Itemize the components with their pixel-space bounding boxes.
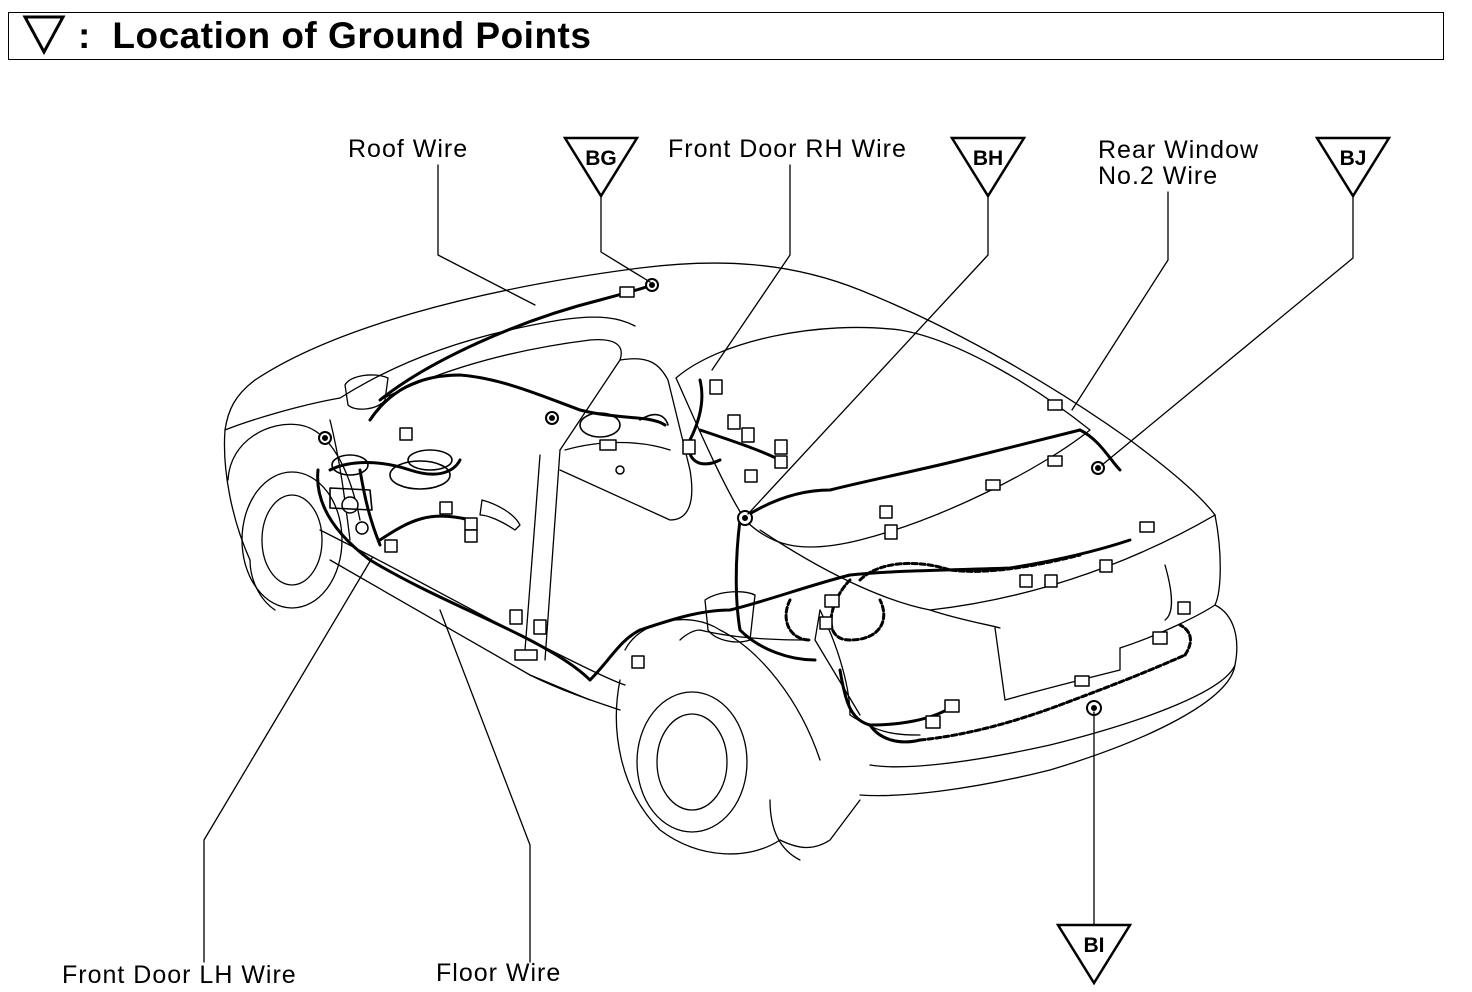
label-roof-wire: Roof Wire	[348, 135, 469, 163]
ground-symbol-triangle	[1055, 923, 1133, 986]
ground-label-bh: BH	[973, 147, 1003, 170]
ground-symbol-triangle	[1314, 136, 1392, 199]
label-rear-window-no2-wire-line1: Rear Window	[1098, 136, 1260, 164]
leader-bh	[747, 194, 989, 515]
label-floor-wire: Floor Wire	[436, 959, 562, 987]
title-bar	[8, 12, 1444, 60]
ground-symbol-triangle	[949, 136, 1027, 199]
ground-point-bg: BG	[562, 136, 640, 199]
leader-lines	[203, 164, 1354, 963]
ground-bolts	[318, 278, 1105, 716]
ground-label-bi: BI	[1084, 934, 1105, 957]
page-title: : Location of Ground Points	[78, 14, 591, 58]
label-rear-window-no2-wire-line2: No.2 Wire	[1098, 162, 1219, 190]
leader-front-door-rh	[711, 164, 791, 371]
label-front-door-lh-wire: Front Door LH Wire	[62, 961, 297, 989]
leader-bg	[600, 194, 651, 283]
ground-point-bi: BI	[1055, 923, 1133, 986]
car-body-outline	[223, 262, 1238, 861]
leader-floor-wire	[439, 609, 531, 963]
label-front-door-rh-wire: Front Door RH Wire	[668, 135, 907, 163]
leader-rear-window-no2	[1071, 191, 1169, 411]
title-label: Location of Ground Points	[112, 15, 592, 56]
dashed-harness	[784, 553, 1192, 742]
down-triangle-icon	[22, 15, 66, 56]
ground-symbol-triangle	[562, 136, 640, 199]
leader-front-door-lh	[203, 557, 373, 963]
ground-point-bj: BJ	[1314, 136, 1392, 199]
leader-roof-wire	[437, 164, 536, 306]
connectors	[341, 286, 1191, 729]
dash-components	[329, 412, 669, 511]
ground-label-bg: BG	[585, 147, 617, 170]
ground-label-bj: BJ	[1340, 147, 1367, 170]
title-separator: :	[78, 15, 91, 56]
wire-harnesses	[316, 283, 1132, 744]
leader-bj	[1101, 194, 1354, 466]
ground-point-bh: BH	[949, 136, 1027, 199]
